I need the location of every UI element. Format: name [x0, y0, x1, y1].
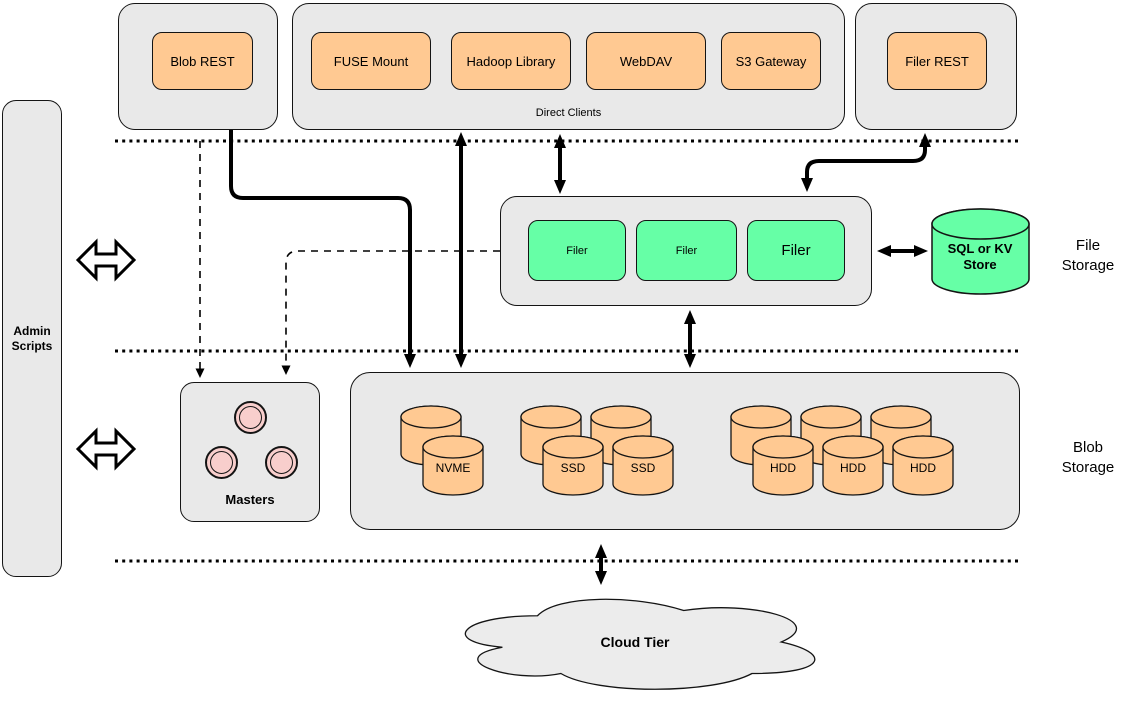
master-node-icon	[265, 446, 298, 479]
sql-kv-store-label: SQL or KV Store	[947, 241, 1013, 273]
disk-cylinder-hdd: HDD	[751, 435, 815, 497]
blob-rest-group: Blob REST	[118, 3, 278, 130]
master-node-icon	[205, 446, 238, 479]
masters-label: Masters	[225, 492, 275, 507]
filer-rest-node: Filer REST	[887, 32, 987, 90]
cloud-icon	[464, 598, 816, 690]
client-node-webdav: WebDAV	[586, 32, 706, 90]
filer-node-3: Filer	[747, 220, 845, 281]
client-node-s3-gateway: S3 Gateway	[721, 32, 821, 90]
connector-blobrest-to-blobstorage	[229, 130, 416, 368]
cloud-tier-label: Cloud Tier	[600, 634, 670, 650]
filer-group: Filer Filer Filer	[500, 196, 872, 306]
disk-label: HDD	[910, 461, 936, 475]
blob-storage-group: NVME SSD SSD HDD	[350, 372, 1020, 530]
disk-label: HDD	[840, 461, 866, 475]
disk-cylinder-hdd: HDD	[821, 435, 885, 497]
disk-cylinder-hdd: HDD	[891, 435, 955, 497]
client-node-hadoop-library: Hadoop Library	[451, 32, 571, 90]
filer-node-2: Filer	[636, 220, 737, 281]
disk-label: SSD	[560, 461, 586, 475]
cloud-tier: Cloud Tier	[440, 588, 830, 696]
sql-kv-store: SQL or KV Store	[930, 207, 1031, 296]
admin-bidirectional-arrows	[75, 238, 137, 471]
disk-label: SSD	[630, 461, 656, 475]
blob-storage-section-label: Blob Storage	[1061, 439, 1115, 477]
disk-cylinder-nvme: NVME	[421, 435, 485, 497]
disk-cylinder-ssd: SSD	[541, 435, 605, 497]
connector-filer-to-masters	[281, 250, 500, 375]
disk-label: NVME	[435, 461, 471, 475]
connector-filerrest-to-filer	[801, 133, 931, 192]
blob-rest-node: Blob REST	[152, 32, 253, 90]
disk-cylinder-ssd: SSD	[611, 435, 675, 497]
direct-clients-group: FUSE Mount Hadoop Library WebDAV S3 Gate…	[292, 3, 845, 130]
filer-rest-group: Filer REST	[855, 3, 1017, 130]
direct-clients-caption: Direct Clients	[535, 107, 602, 119]
admin-scripts-panel: Admin Scripts	[2, 100, 62, 577]
client-node-fuse-mount: FUSE Mount	[311, 32, 431, 90]
disk-cylinder-icon	[399, 405, 463, 467]
filer-node-1: Filer	[528, 220, 626, 281]
disk-label: HDD	[770, 461, 796, 475]
bidirectional-arrow-icon	[75, 238, 137, 282]
database-cylinder-icon	[931, 208, 1030, 295]
file-storage-section-label: File Storage	[1061, 237, 1115, 275]
admin-scripts-label: Admin Scripts	[11, 323, 53, 353]
dashed-connectors	[195, 141, 500, 378]
masters-group: Masters	[180, 382, 320, 522]
master-node-icon	[234, 401, 267, 434]
bidirectional-arrow-icon	[75, 427, 137, 471]
